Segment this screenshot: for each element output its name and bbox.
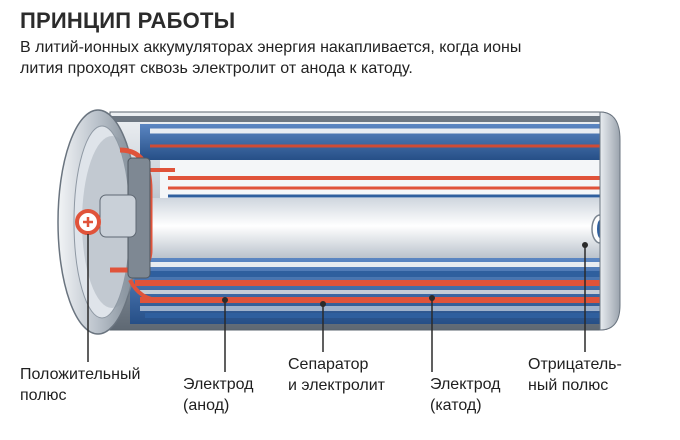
label-cathode: Электрод (катод) — [430, 376, 501, 414]
subtitle-line-1: В литий-ионных аккумуляторах энергия нак… — [20, 39, 522, 56]
subtitle-line-2: лития проходят сквозь электролит от анод… — [20, 60, 413, 77]
positive-end-assembly — [57, 109, 180, 335]
lower-electrode-layers — [130, 258, 600, 324]
negative-end-cap — [599, 111, 621, 331]
leader-lines — [87, 234, 586, 372]
label-separator: Сепаратор и электролит — [288, 356, 385, 394]
leader-dots — [222, 242, 588, 307]
page-title: ПРИНЦИП РАБОТЫ — [20, 8, 236, 33]
page-subtitle: В литий-ионных аккумуляторах энергия нак… — [20, 37, 640, 79]
label-positive-pole: Положительный полюс — [20, 366, 141, 404]
hollow-core — [150, 198, 600, 260]
upper-electrode-layers — [140, 124, 610, 200]
label-anode: Электрод (анод) — [183, 376, 254, 414]
label-negative-pole: Отрицатель- ный полюс — [528, 356, 622, 394]
